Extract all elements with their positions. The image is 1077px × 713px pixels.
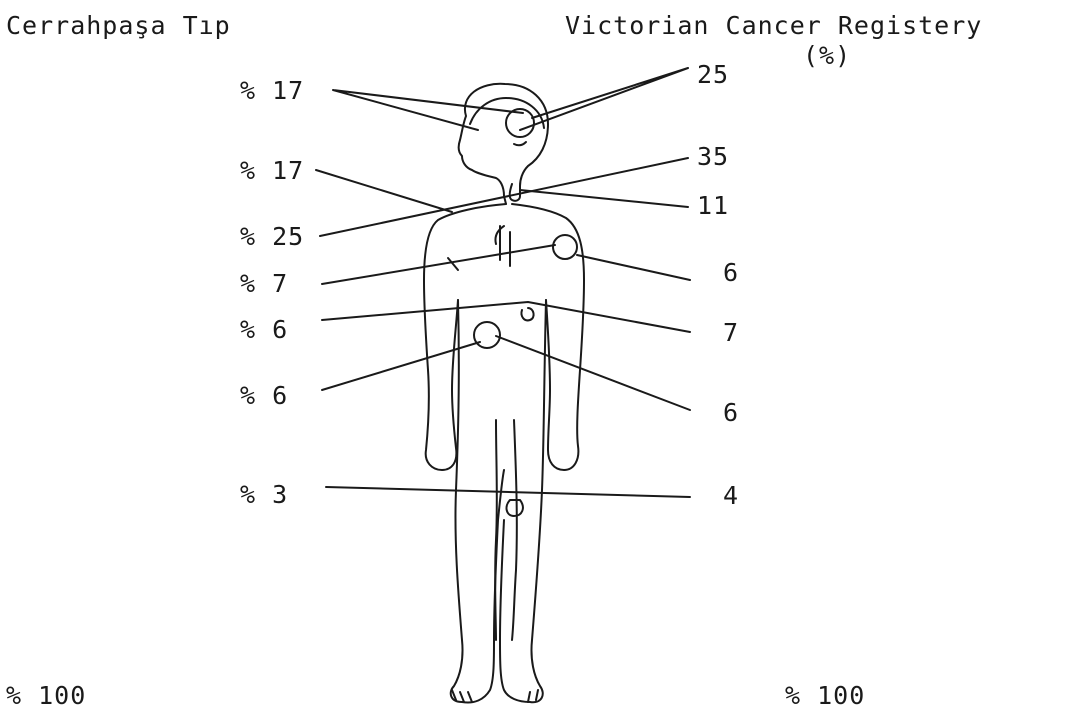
neck-nodes xyxy=(495,226,510,266)
leader-adrenal xyxy=(322,302,690,332)
leader-lymph xyxy=(320,158,688,236)
leader-knee xyxy=(326,487,690,497)
shoulder-bone-circle xyxy=(553,235,577,259)
leg-line-right xyxy=(512,420,517,640)
torso-outline xyxy=(424,204,584,470)
leader-bone-left xyxy=(322,245,555,284)
leader-neck-right xyxy=(520,190,688,207)
leader-bone-right xyxy=(577,255,690,280)
arm-fold-mark xyxy=(448,258,458,270)
ear-mark xyxy=(514,142,526,145)
leader-neck-left xyxy=(316,170,452,212)
adrenal-mark xyxy=(521,308,533,320)
head-outline xyxy=(459,84,548,204)
leader-brain-right xyxy=(520,68,688,130)
leader-brain-left xyxy=(333,90,523,130)
leg-line-left xyxy=(495,420,497,640)
knee-mark xyxy=(507,500,523,516)
leader-kidney-right xyxy=(496,336,690,410)
kidney-circle xyxy=(474,322,500,348)
legs-outline xyxy=(451,300,546,703)
leader-kidney-left xyxy=(322,342,480,390)
toes xyxy=(452,690,538,702)
